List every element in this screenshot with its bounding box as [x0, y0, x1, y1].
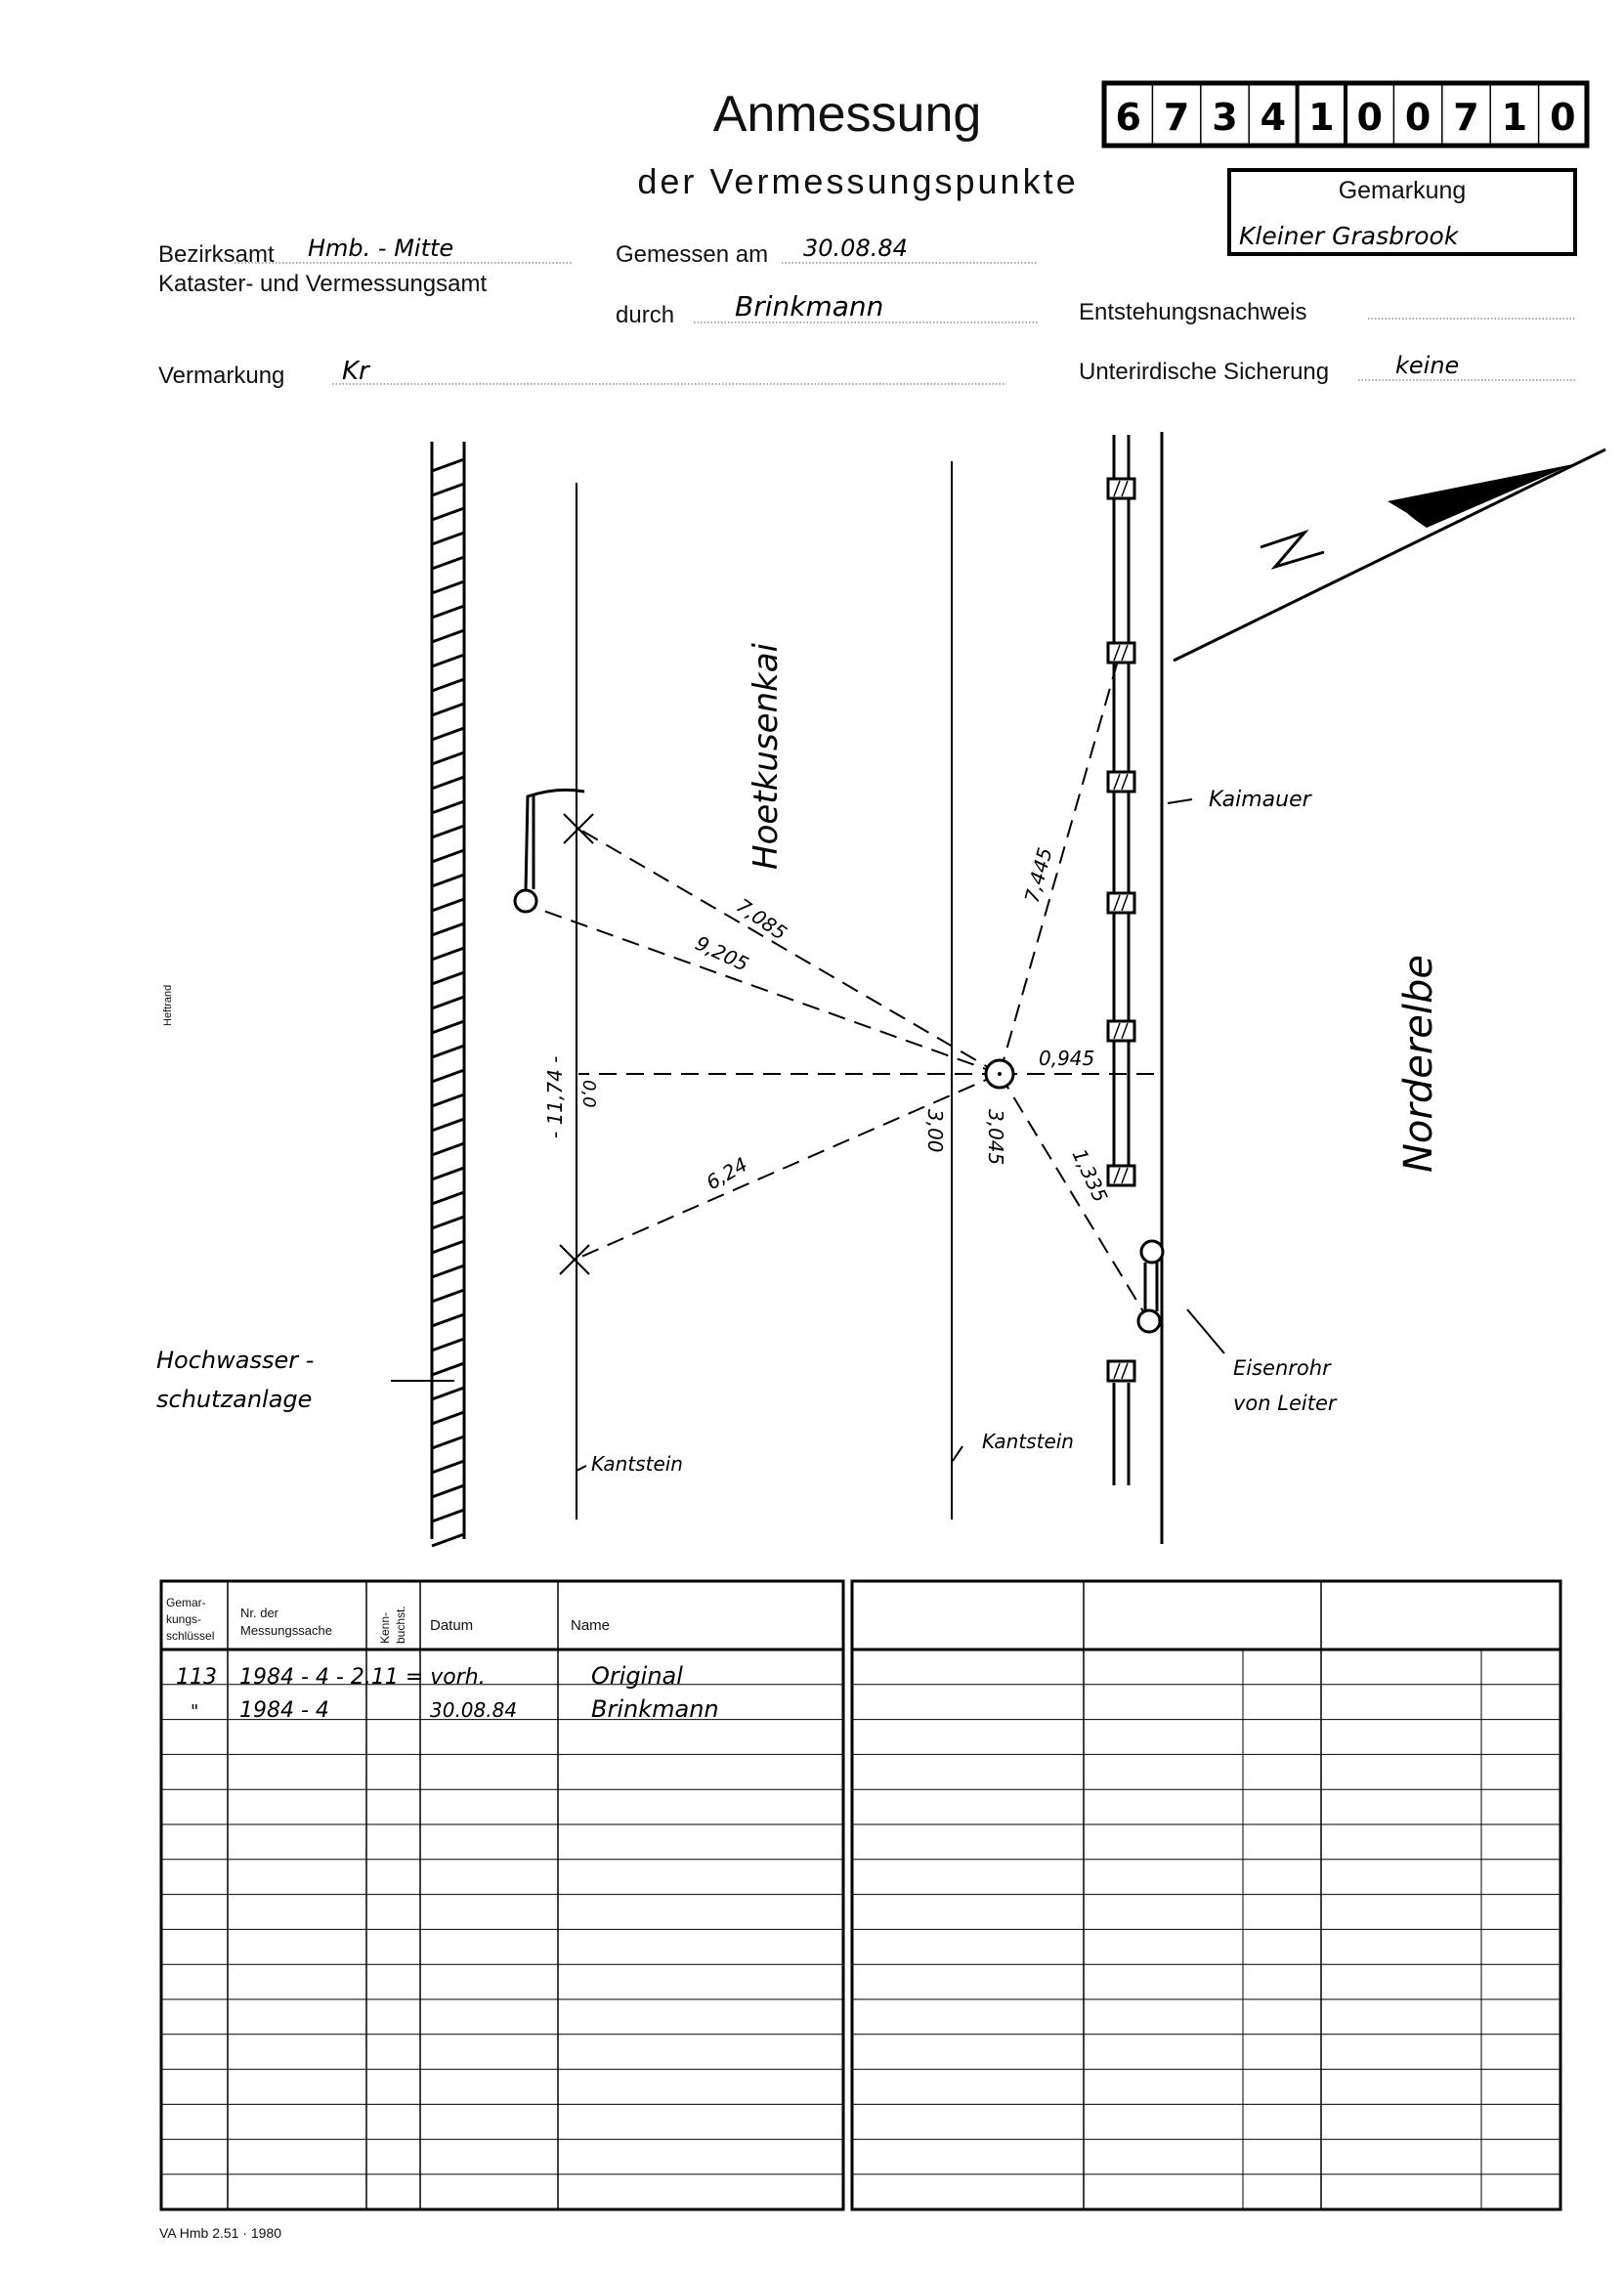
sicherung-label: Unterirdische Sicherung [1079, 359, 1329, 385]
amt-line: Kataster- und Vermessungsamt [158, 271, 487, 297]
cross-point-1 [563, 813, 594, 844]
svg-text:Original: Original [591, 1662, 683, 1690]
hochwasser-label-1: Hochwasser - [156, 1347, 314, 1374]
bezirksamt-value: Hmb. - Mitte [308, 235, 453, 262]
kantstein-label-2: Kantstein [982, 1430, 1074, 1453]
ladder-rung-box [1106, 891, 1136, 915]
header-schluessel: schlüssel [166, 1629, 214, 1643]
railing-post [513, 788, 585, 914]
ladder-rung-box [1106, 641, 1136, 664]
eisenrohr-label-1: Eisenrohr [1233, 1356, 1332, 1380]
document-number-digit: 3 [1212, 96, 1237, 139]
svg-text:1984 - 4 - 2.11 = vorh.: 1984 - 4 - 2.11 = vorh. [239, 1665, 486, 1690]
document-number-digit: 0 [1356, 96, 1382, 139]
durch-value: Brinkmann [735, 290, 883, 322]
register-table: Gemar- kungs- schlüssel Nr. der Messungs… [159, 1579, 845, 2211]
svg-text:113: 113 [176, 1665, 217, 1690]
document-number-digit: 1 [1308, 96, 1334, 139]
svg-text:1984 - 4: 1984 - 4 [239, 1698, 329, 1723]
measure-1174: - 11,74 - [543, 1056, 567, 1138]
table-row: " 1984 - 4 30.08.84 Brinkmann [191, 1695, 719, 1723]
kantstein-label-1: Kantstein [591, 1452, 683, 1476]
flood-wall [430, 442, 466, 1548]
header-kenn: buchst. [394, 1606, 407, 1644]
annotation-arrows [391, 798, 1225, 1472]
ladder-rung-box [1106, 1164, 1136, 1187]
north-arrow-icon [1173, 448, 1606, 663]
bezirksamt-label: Bezirksamt [158, 241, 275, 268]
measure-00: 0,0 [578, 1080, 599, 1108]
sketch-labels: Hoetkusenkai Norderelbe Kaimauer Kantste… [156, 642, 1441, 1476]
measure-9205: 9,205 [692, 931, 752, 976]
river-label: Norderelbe [1396, 955, 1441, 1173]
svg-text:Brinkmann: Brinkmann [591, 1695, 719, 1723]
iron-pipe [1136, 1239, 1165, 1334]
heftrand-label: Heftrand [162, 985, 174, 1026]
durch-label: durch [616, 302, 674, 328]
header-name: Name [571, 1617, 610, 1634]
document-number-digit: 4 [1261, 96, 1286, 139]
gemessen-label: Gemessen am [616, 241, 768, 268]
entstehung-label: Entstehungsnachweis [1079, 299, 1306, 325]
table-row: 113 1984 - 4 - 2.11 = vorh. Original [176, 1662, 683, 1690]
gemarkung-label: Gemarkung [1339, 177, 1467, 204]
header-nr: Nr. der [240, 1606, 279, 1620]
measurement-lines [532, 653, 1162, 1322]
vermarkung-label: Vermarkung [158, 363, 284, 389]
ladder-rung-box [1106, 770, 1136, 793]
form-footer: VA Hmb 2.51 · 1980 [159, 2225, 281, 2241]
header-schluessel: Gemar- [166, 1596, 206, 1609]
measure-624: 6,24 [703, 1152, 752, 1194]
street-label: Hoetkusenkai [747, 642, 786, 870]
gemarkung-value: Kleiner Grasbrook [1239, 222, 1460, 250]
ladder-rung-box [1106, 1359, 1136, 1383]
header-kenn: Kenn- [378, 1612, 392, 1644]
eisenrohr-label-2: von Leiter [1233, 1392, 1338, 1415]
header-nr: Messungssache [240, 1623, 332, 1638]
svg-text:30.08.84: 30.08.84 [430, 1698, 517, 1722]
measure-0945: 0,945 [1039, 1047, 1094, 1070]
sketch [391, 432, 1606, 1548]
ladder [1106, 435, 1136, 1485]
ladder-rung-box [1106, 477, 1136, 500]
hochwasser-label-2: schutzanlage [156, 1386, 312, 1413]
sicherung-value: keine [1395, 352, 1459, 379]
vermarkung-value: Kr [342, 357, 371, 386]
form-title: Anmessung [713, 86, 982, 143]
document-number-digit: 1 [1502, 96, 1527, 139]
measure-7445: 7,445 [1020, 845, 1057, 906]
document-number-digit: 0 [1550, 96, 1575, 139]
ladder-rung-box [1106, 1019, 1136, 1043]
svg-text:": " [191, 1701, 198, 1722]
measure-7085: 7,085 [732, 893, 791, 945]
measure-300: 3,00 [923, 1109, 947, 1153]
header-schluessel: kungs- [166, 1612, 201, 1626]
document-number-digit: 6 [1115, 96, 1140, 139]
gemessen-value: 30.08.84 [803, 235, 908, 262]
form-subtitle: der Vermessungspunkte [637, 161, 1078, 201]
header-datum: Datum [430, 1617, 473, 1634]
document-number-digit: 7 [1453, 96, 1478, 139]
kaimauer-label: Kaimauer [1209, 788, 1313, 812]
document-number-digit: 0 [1405, 96, 1431, 139]
cross-point-2 [559, 1244, 590, 1275]
header-fields [235, 262, 1575, 385]
blank-register-table [850, 1579, 1562, 2211]
document-number-digit: 7 [1164, 96, 1189, 139]
measure-3045: 3,045 [984, 1109, 1007, 1165]
gemarkung-box: Gemarkung Kleiner Grasbrook [1227, 168, 1577, 256]
